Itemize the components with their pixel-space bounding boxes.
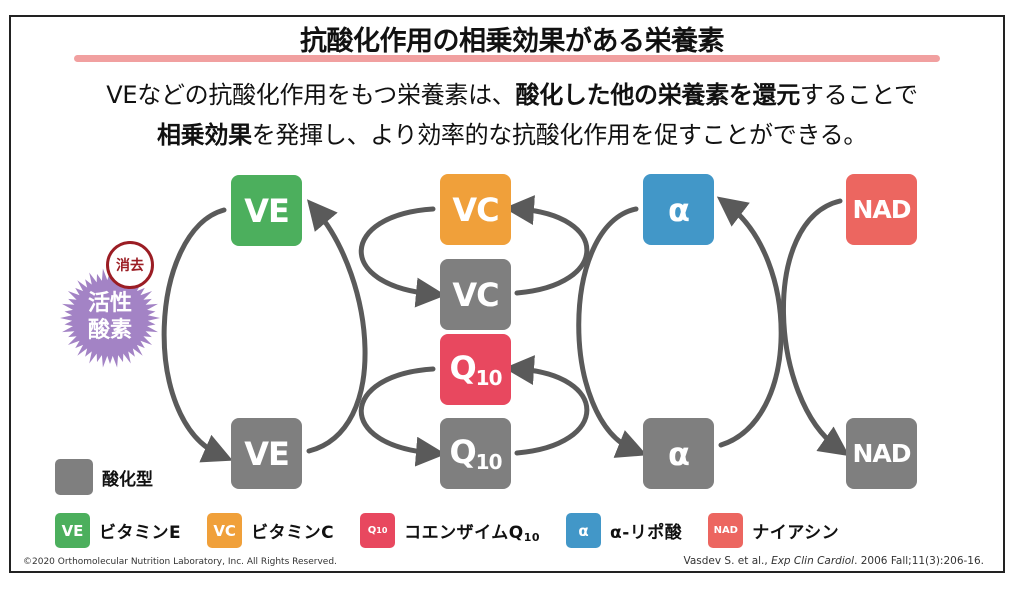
arrow-q10-oxidation [358,366,446,467]
arrow-nad-oxidation [780,198,850,457]
node-vitamin-e-oxidized: VE [231,418,302,489]
legend-label: コエンザイムQ10 [404,518,540,544]
legend-label-main: コエンザイムQ [404,522,524,543]
arrow-ve-regeneration [306,199,368,454]
reactive-oxygen-burst [60,268,160,368]
legend-oxidized: 酸化型 [55,459,153,495]
node-label: Q10 [449,433,503,474]
legend-label-sub: 10 [523,530,541,544]
node-label-sub: 10 [475,366,503,390]
arrow-q10-regeneration [504,355,590,456]
ros-label-line1: 活性 [87,291,132,316]
node-niacin-oxidized: NAD [846,418,917,489]
node-label: VC [452,275,499,314]
legend-badge: VE [55,513,90,548]
erase-badge: 消去 [106,241,154,289]
node-label-main: Q [449,349,476,387]
arrow-vc-regeneration [504,195,590,296]
node-label: NAD [852,195,911,224]
legend-item-vitamin-c: VC ビタミンC [207,513,334,548]
legend-label: ナイアシン [752,523,840,543]
citation-journal: Exp Clin Cardiol [771,555,855,567]
citation: Vasdev S. et al., Exp Clin Cardiol. 2006… [683,555,984,567]
lead-emphasis: 相乗効果 [156,121,252,149]
node-label: VE [244,434,290,473]
copyright: ©2020 Orthomolecular Nutrition Laborator… [23,557,337,567]
lead-line-2: 相乗効果を発揮し、より効率的な抗酸化作用を促すことができる。 [0,115,1024,150]
node-label: VC [452,190,499,229]
legend-label: ビタミンC [251,523,335,543]
legend-label: α-リポ酸 [610,523,683,543]
title-underline [74,55,940,62]
legend-item-alpha-lipoic: α α-リポ酸 [566,513,682,548]
node-label: α [668,434,690,473]
arrow-ve-oxidation [161,207,233,463]
lead-text: VEなどの抗酸化作用をもつ栄養素は、 [106,81,516,109]
node-vitamin-c-oxidized: VC [440,259,511,330]
lead-text: することで [799,81,918,109]
node-coq10-reduced: Q10 [440,334,511,405]
arrow-alpha-oxidation [576,206,647,458]
legend-label: ビタミンE [99,523,182,543]
legend-badge-main: Q [367,525,377,536]
reactive-oxygen-label: 活性 酸素 [60,290,160,344]
legend-badge: NAD [708,513,744,548]
legend-oxidized-label: 酸化型 [102,469,153,490]
node-label-main: Q [449,433,476,471]
arrow-alpha-regeneration [716,196,784,448]
node-label: VE [244,191,290,230]
lead-line-1: VEなどの抗酸化作用をもつ栄養素は、酸化した他の栄養素を還元することで [0,75,1024,110]
node-vitamin-c-reduced: VC [440,174,511,245]
node-alpha-lipoic-reduced: α [643,174,714,245]
node-vitamin-e-reduced: VE [231,175,302,246]
legend-item-niacin: NAD ナイアシン [708,513,839,548]
ros-label-line2: 酸素 [87,318,132,343]
legend-item-vitamin-e: VE ビタミンE [55,513,181,548]
node-label: α [668,190,690,229]
lead-text: を発揮し、より効率的な抗酸化作用を促すことができる。 [251,121,868,149]
lead-emphasis: 酸化した他の栄養素を還元 [515,81,801,109]
citation-details: . 2006 Fall;11(3):206-16. [854,555,984,567]
legend-badge: VC [207,513,243,548]
legend-oxidized-swatch [55,459,93,495]
node-alpha-lipoic-oxidized: α [643,418,714,489]
node-label: Q10 [449,349,503,390]
node-coq10-oxidized: Q10 [440,418,511,489]
node-label-sub: 10 [475,450,503,474]
node-niacin-reduced: NAD [846,174,917,245]
node-label: NAD [852,439,911,468]
legend-badge-sub: 10 [376,526,388,535]
arrow-vc-oxidation [358,206,446,308]
slide-title: 抗酸化作用の相乗効果がある栄養素 [300,26,725,57]
citation-authors: Vasdev S. et al., [683,555,772,567]
legend-badge: α [566,513,602,548]
